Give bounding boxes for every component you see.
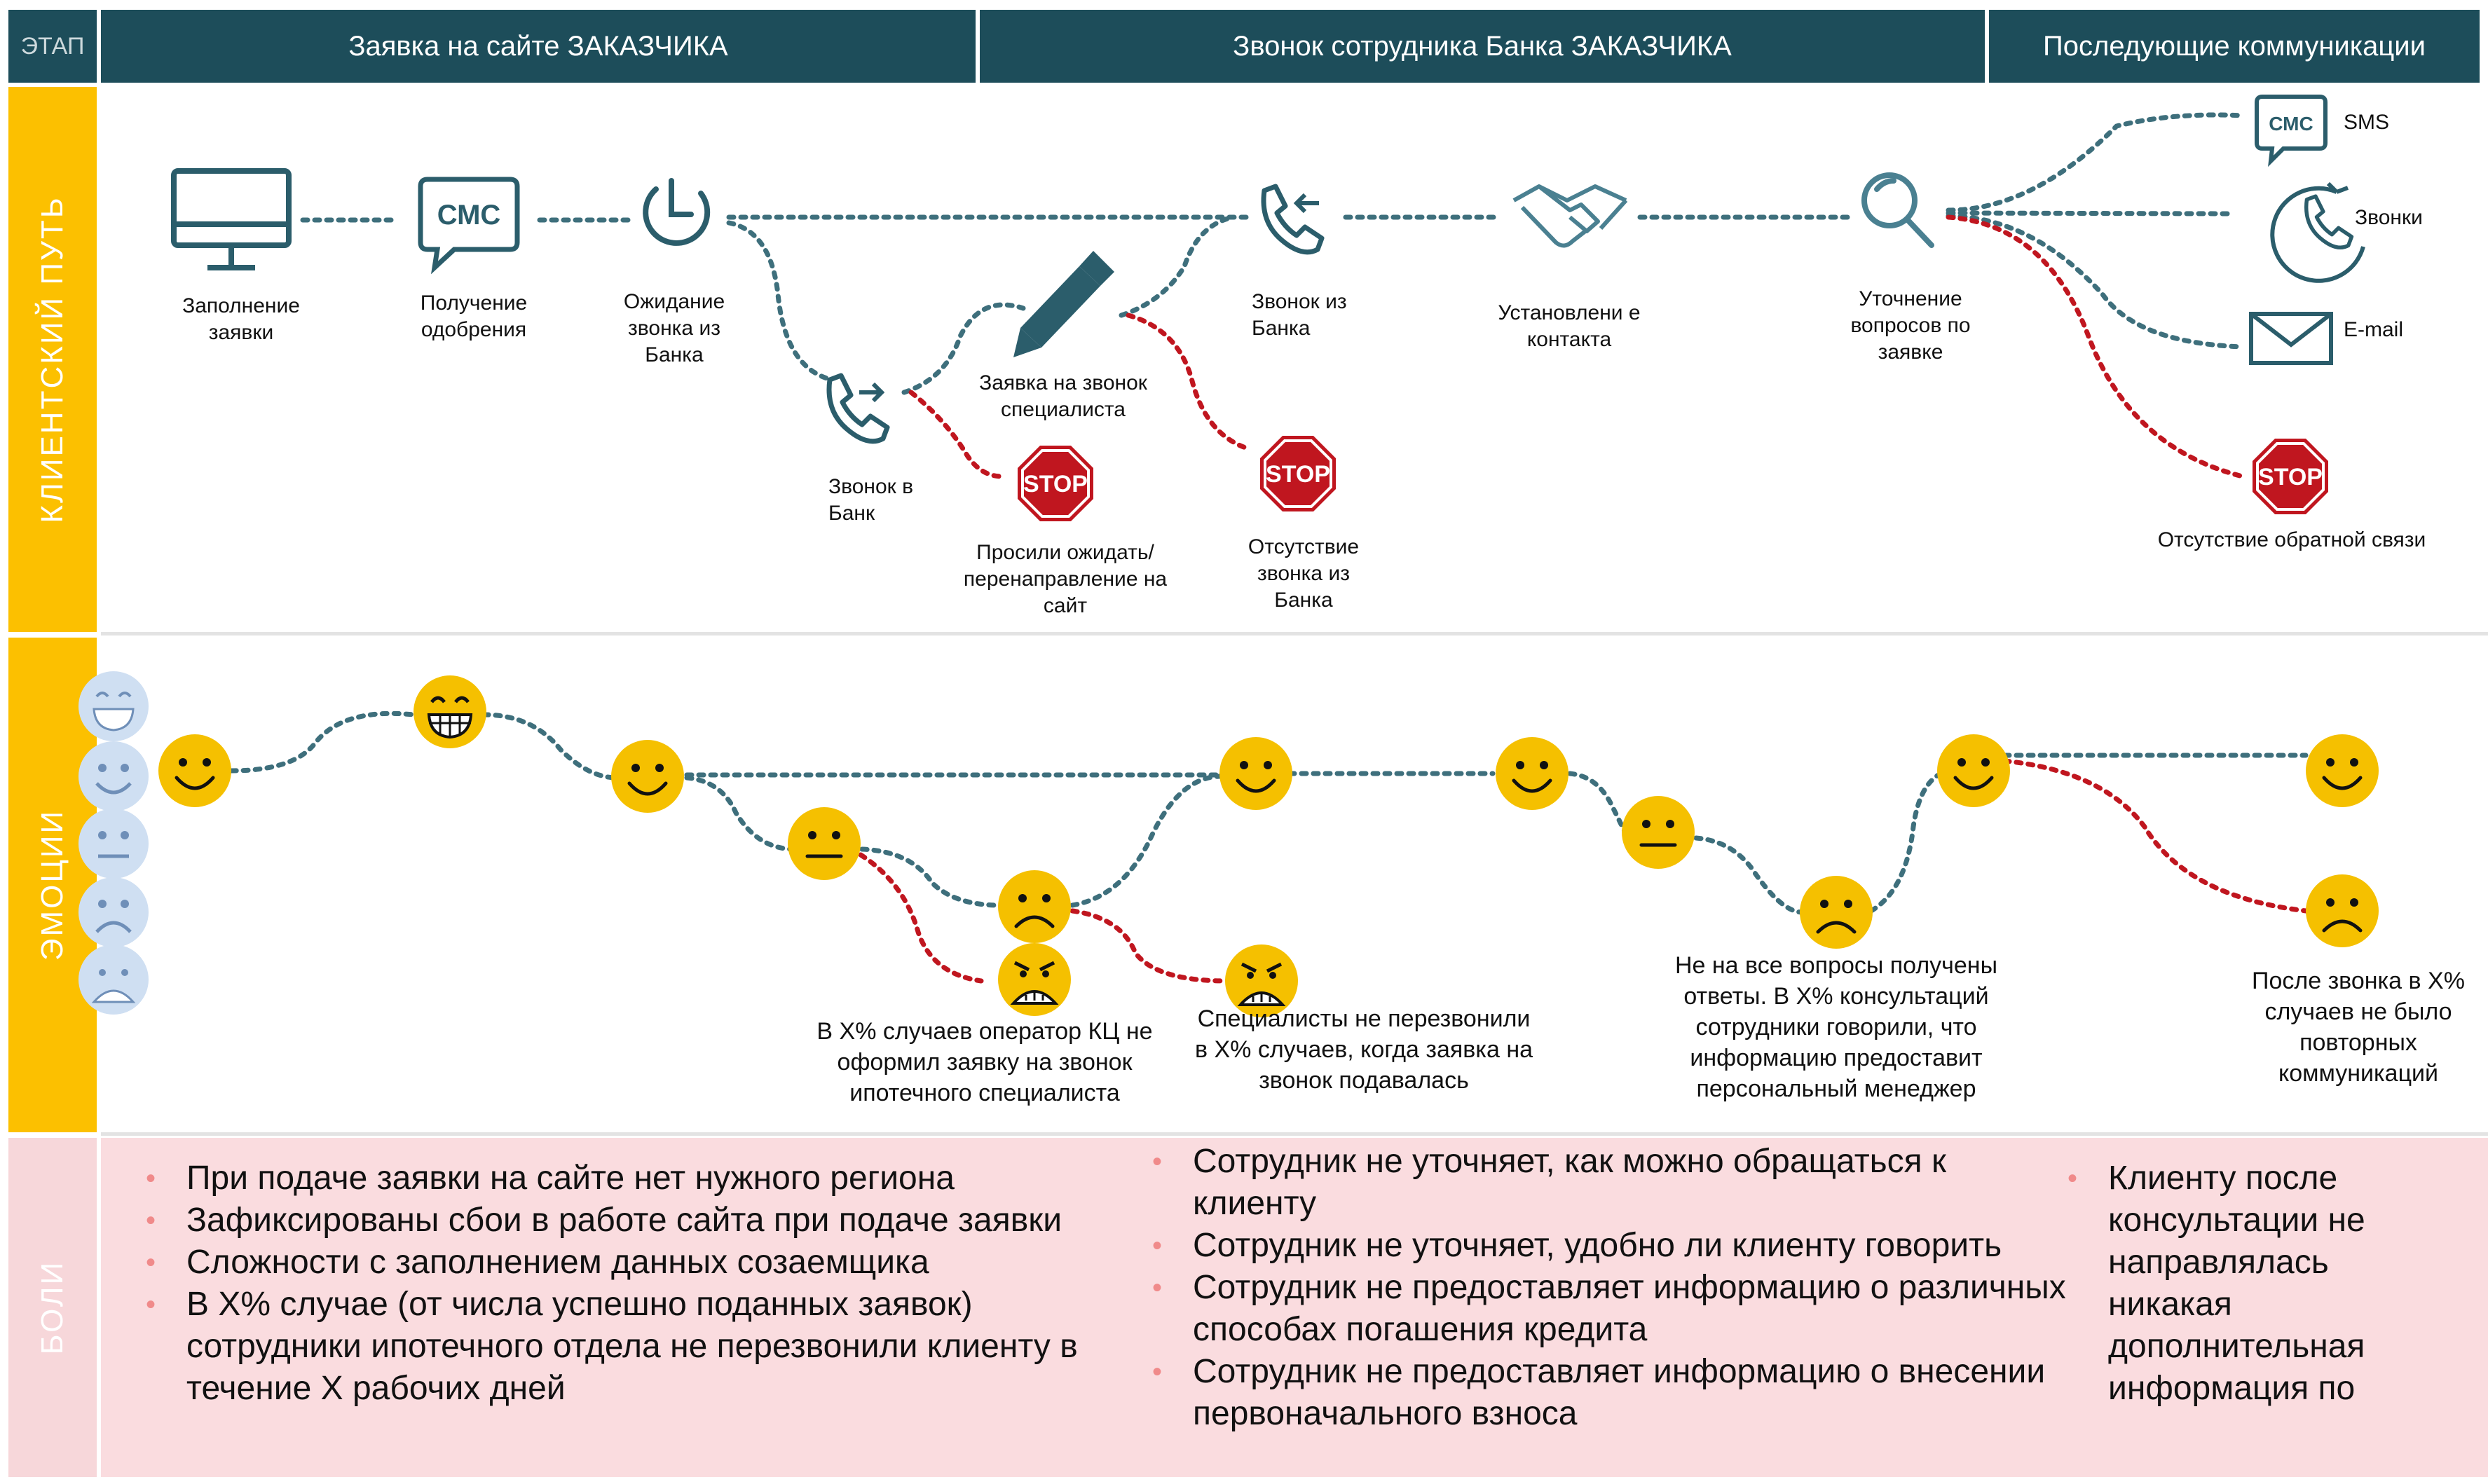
pen-icon xyxy=(1013,251,1114,357)
pain-item: Клиенту после консультации не направляла… xyxy=(2055,1157,2419,1410)
svg-text:STOP: STOP xyxy=(1266,461,1330,488)
step-label-fill-application: Заполнение заявки xyxy=(182,294,300,344)
pains-list-call: Сотрудник не уточняет, как можно обращат… xyxy=(1140,1141,2072,1435)
emoji-smile xyxy=(1937,734,2010,807)
emoji-sad xyxy=(998,870,1071,943)
step-label-call-from-bank: Звонок из Банка xyxy=(1252,290,1347,340)
channel-label-email: E-mail xyxy=(2344,318,2404,341)
pain-item: Сотрудник не уточняет, удобно ли клиенту… xyxy=(1140,1225,2072,1267)
emoji-smile xyxy=(2306,734,2379,807)
stop-sign-icon: STOP xyxy=(1259,434,1337,513)
row-divider xyxy=(101,632,2488,635)
svg-text:СМС: СМС xyxy=(2269,113,2313,135)
step-label-clarification: Уточнение вопросов по заявке xyxy=(1850,287,1971,364)
journey-path-main xyxy=(300,112,2246,395)
pain-item: При подаче заявки на сайте нет нужного р… xyxy=(133,1157,1142,1200)
email-channel-icon xyxy=(2249,312,2333,365)
emotion-scale xyxy=(78,671,149,1015)
channel-label-sms: SMS xyxy=(2344,111,2390,134)
step-label-asked-to-wait: Просили ожидать/ перенаправление на сайт xyxy=(963,541,1168,617)
row-label-pains: БОЛИ xyxy=(8,1138,97,1477)
emoji-smile xyxy=(1496,737,1568,810)
phone-outgoing-icon xyxy=(829,376,887,441)
step-label-waiting-call: Ожидание звонка из Банка xyxy=(623,290,725,366)
emoji-angry xyxy=(998,943,1071,1016)
emoji-neutral xyxy=(788,807,861,880)
emotion-note-specialists: Специалисты не перезвонили в X% случаев,… xyxy=(1194,1005,1533,1094)
sms-bubble-icon: СМС xyxy=(418,177,520,275)
step-label-call-to-bank: Звонок в Банк xyxy=(828,475,914,525)
emoji-neutral xyxy=(1622,796,1695,869)
step-label-no-call: Отсутствие звонка из Банка xyxy=(1248,535,1360,612)
stage-column-site-application: Заявка на сайте ЗАКАЗЧИКА xyxy=(101,10,976,83)
step-label-contact: Установлени е контакта xyxy=(1498,301,1641,351)
emoji-smile xyxy=(158,734,231,807)
stage-column-follow-up: Последующие коммуникации xyxy=(1989,10,2480,83)
emotion-note-after-call: После звонка в X% случаев не было повтор… xyxy=(2252,968,2465,1087)
pains-list-follow-up: Клиенту после консультации не направляла… xyxy=(2055,1157,2419,1410)
magnifier-icon xyxy=(1861,172,1934,248)
svg-text:STOP: STOP xyxy=(2258,464,2323,490)
stop-sign-icon: STOP xyxy=(1016,444,1095,523)
row-divider xyxy=(101,1132,2488,1136)
pains-list-site: При подаче заявки на сайте нет нужного р… xyxy=(133,1157,1142,1410)
emoji-smile xyxy=(611,740,684,813)
emotion-path-main xyxy=(228,710,2309,915)
handshake-icon xyxy=(1512,184,1628,248)
emotion-note-questions: Не на все вопросы получены ответы. В X% … xyxy=(1674,952,1998,1102)
emotion-path-failures xyxy=(858,758,2309,984)
pain-item: В X% случае (от числа успешно поданных з… xyxy=(133,1284,1142,1410)
step-label-approval: Получение одобрения xyxy=(420,291,528,341)
row-label-journey: КЛИЕНТСКИЙ ПУТЬ xyxy=(8,87,97,632)
emoji-sad xyxy=(1800,876,1873,949)
emoji-smile xyxy=(1219,737,1292,810)
clock-icon xyxy=(643,178,711,246)
svg-text:СМС: СМС xyxy=(437,200,501,231)
stage-header: ЭТАП xyxy=(8,10,97,83)
step-label-no-feedback: Отсутствие обратной связи xyxy=(2157,528,2426,551)
step-label-specialist-request: Заявка на звонок специалиста xyxy=(979,371,1147,421)
pain-item: Сложности с заполнением данных созаемщик… xyxy=(133,1242,1142,1284)
phone-incoming-icon xyxy=(1264,186,1322,252)
sms-channel-icon: СМС xyxy=(2255,95,2328,167)
journey-path-failures xyxy=(908,214,2246,479)
emotion-note-operator: В X% случаев оператор КЦ не оформил заяв… xyxy=(816,1018,1153,1106)
pain-item: Зафиксированы сбои в работе сайта при по… xyxy=(133,1200,1142,1242)
channel-label-calls: Звонки xyxy=(2355,206,2423,229)
pain-item: Сотрудник не предоставляет информацию о … xyxy=(1140,1351,2072,1435)
stage-column-bank-call: Звонок сотрудника Банка ЗАКАЗЧИКА xyxy=(980,10,1985,83)
emoji-sad xyxy=(2306,874,2379,947)
emoji-grin xyxy=(413,675,486,748)
pain-item: Сотрудник не предоставляет информацию о … xyxy=(1140,1267,2072,1351)
monitor-icon xyxy=(171,168,292,270)
svg-text:STOP: STOP xyxy=(1023,471,1088,497)
pain-item: Сотрудник не уточняет, как можно обращат… xyxy=(1140,1141,2072,1225)
calls-channel-icon xyxy=(2270,181,2365,283)
stop-sign-icon: STOP xyxy=(2251,437,2330,516)
